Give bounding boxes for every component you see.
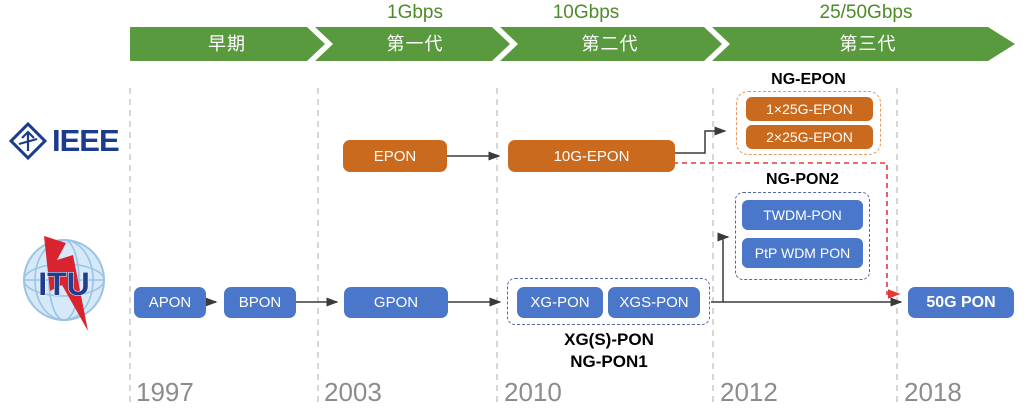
itu-globe-icon: ITU <box>23 236 105 331</box>
era-label-gen2: 第二代 <box>581 34 639 54</box>
itu-logo-text: ITU <box>38 266 90 302</box>
connector-10gepon-to-50gpon-red <box>673 162 901 299</box>
era-segment-early <box>130 27 325 61</box>
era-label-gen3: 第三代 <box>839 34 897 54</box>
ng-pon2-title: NG-PON2 <box>766 171 839 188</box>
ptp-wdm-pon-box: PtP WDM PON <box>742 238 863 268</box>
era-label-gen1: 第一代 <box>386 34 444 54</box>
xgs-pon-caption-line2: NG-PON1 <box>570 352 648 371</box>
year-1997: 1997 <box>136 377 194 407</box>
ng-pon2-group <box>735 192 870 280</box>
ng-epon-group <box>736 91 881 155</box>
twdm-pon-box: TWDM-PON <box>742 200 863 230</box>
xg-pon-box: XG-PON <box>517 287 603 318</box>
epon-box: EPON <box>343 140 447 172</box>
era-segment-gen1 <box>315 27 510 61</box>
speed-label-1gbps: 1Gbps <box>387 2 443 23</box>
year-2010: 2010 <box>504 377 562 407</box>
itu-lightning-bolt-icon <box>44 236 88 331</box>
xgs-pon-caption: XG(S)-PON NG-PON1 <box>507 329 711 373</box>
bpon-box: BPON <box>224 287 296 318</box>
1x25g-epon-box: 1×25G-EPON <box>746 97 873 121</box>
ieee-logo-text: IEEE <box>52 123 120 158</box>
xgs-pon-group <box>507 278 710 325</box>
speed-label-10gbps: 10Gbps <box>552 2 620 23</box>
50g-pon-box: 50G PON <box>908 287 1014 318</box>
connector-10gepon-to-ngepon <box>675 126 727 154</box>
connector-xgspon-to-ngpon2 <box>717 232 730 302</box>
xgs-pon-caption-line1: XG(S)-PON <box>564 330 654 349</box>
timeline-bar <box>130 27 1015 61</box>
2x25g-epon-box: 2×25G-EPON <box>746 125 873 149</box>
gpon-box: GPON <box>344 287 448 318</box>
year-2012: 2012 <box>720 377 778 407</box>
apon-box: APON <box>134 287 206 318</box>
era-segment-gen2 <box>500 27 722 61</box>
year-2018: 2018 <box>904 377 962 407</box>
era-label-early: 早期 <box>208 34 246 54</box>
ng-epon-title: NG-EPON <box>771 71 846 88</box>
ieee-logo: IEEE <box>8 121 120 161</box>
speed-label-2550gbps: 25/50Gbps <box>819 2 913 23</box>
ieee-diamond-icon <box>8 121 48 161</box>
year-2003: 2003 <box>324 377 382 407</box>
xgs-pon-box: XGS-PON <box>608 287 700 318</box>
era-segment-gen3 <box>712 27 1015 61</box>
10g-epon-box: 10G-EPON <box>508 140 675 172</box>
